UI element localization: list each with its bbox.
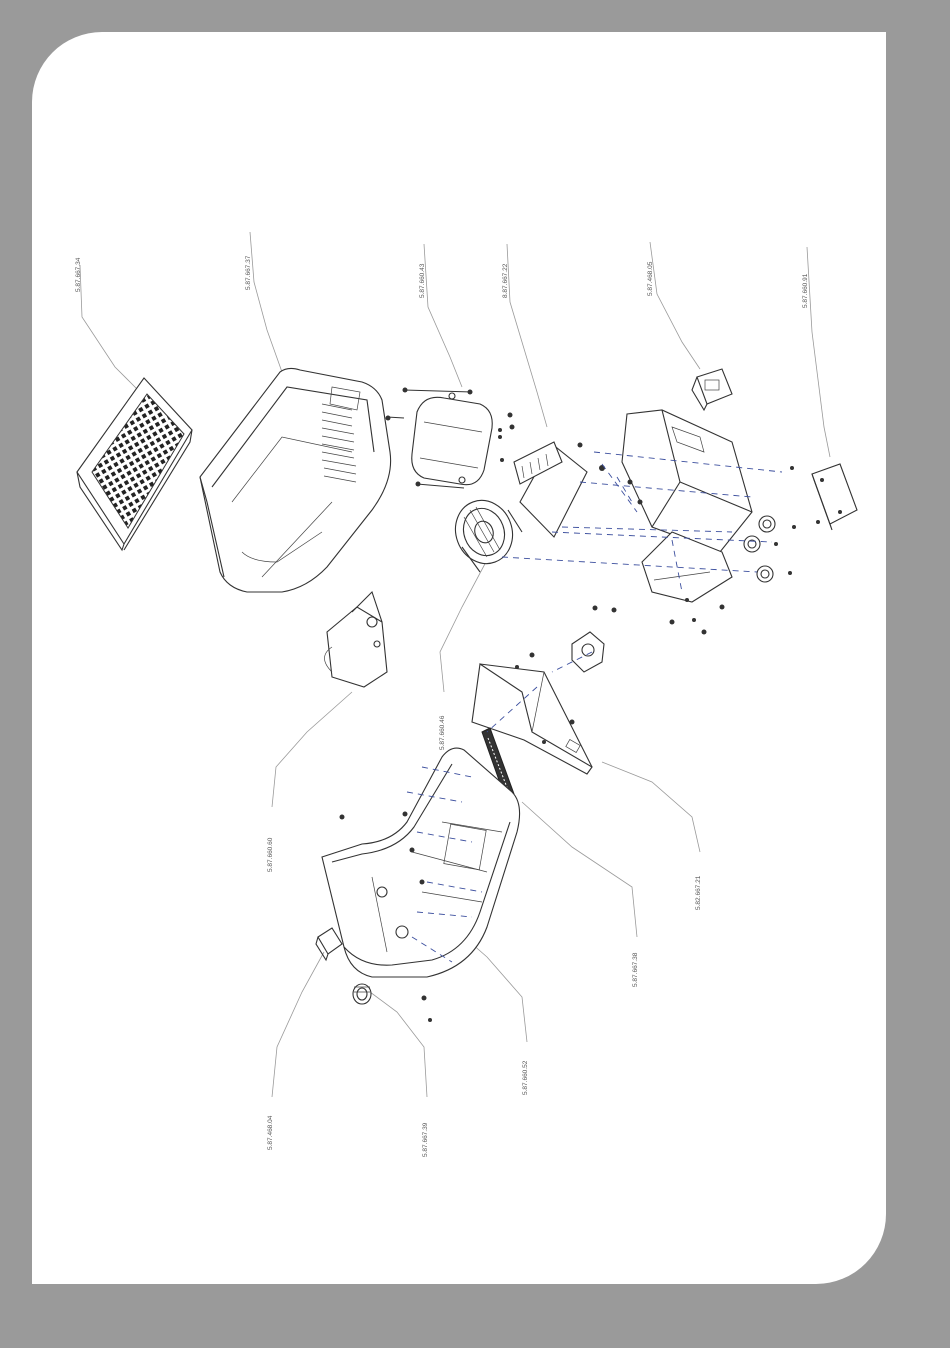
exploded-parts-diagram: 5.87.667.34 5.87.667.37 5.87.660.43 8.87… <box>32 32 886 1284</box>
rotary-knob-part <box>530 606 617 673</box>
part-label-12: 5.87.468.04 <box>267 1115 274 1150</box>
housing-cover-part <box>200 368 391 592</box>
connector-block-part <box>692 369 732 410</box>
front-panel-part <box>322 748 520 1022</box>
socket-part <box>316 928 342 960</box>
part-labels: 5.87.667.34 5.87.667.37 5.87.660.43 8.87… <box>75 255 809 1157</box>
mounting-plate-part <box>790 464 857 530</box>
part-label-9: 5.82.667.21 <box>695 875 702 910</box>
control-board-part <box>498 413 605 538</box>
display-board-part <box>472 664 592 774</box>
part-label-5: 5.87.468.05 <box>647 261 654 296</box>
part-label-7: 5.87.660.46 <box>439 715 446 750</box>
part-label-1: 5.87.667.34 <box>75 257 82 292</box>
bracket-part <box>325 592 388 687</box>
part-label-2: 5.87.667.37 <box>245 255 252 290</box>
part-label-11: 5.87.660.52 <box>522 1060 529 1095</box>
part-label-3: 5.87.660.43 <box>419 263 426 298</box>
page-sheet: 5.87.667.34 5.87.667.37 5.87.660.43 8.87… <box>32 32 886 1284</box>
fan-part <box>447 492 522 572</box>
small-knob-part <box>353 984 371 1004</box>
part-label-8: 5.87.660.60 <box>267 837 274 872</box>
part-label-13: 5.87.667.39 <box>422 1122 429 1157</box>
part-label-6: 5.87.660.91 <box>802 273 809 308</box>
leader-lines <box>80 232 830 1097</box>
transformer-part <box>386 388 505 489</box>
part-label-4: 8.87.667.22 <box>502 263 509 298</box>
part-label-10: 5.87.667.38 <box>632 952 639 987</box>
grille-part <box>77 378 192 550</box>
chassis-part <box>622 410 796 635</box>
